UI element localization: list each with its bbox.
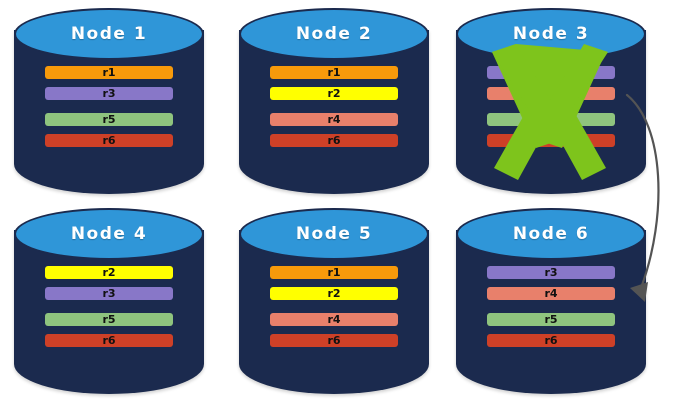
node-6-label: Node 6: [512, 224, 590, 244]
record-label: r4: [544, 87, 558, 100]
record-label: r6: [102, 134, 116, 147]
record-r5[interactable]: r5: [45, 113, 173, 126]
node-2-label: Node 2: [295, 24, 373, 44]
record-r2[interactable]: r2: [270, 287, 398, 300]
record-r1[interactable]: r1: [45, 66, 173, 79]
record-label: r2: [102, 266, 116, 279]
node-3-label: Node 3: [512, 24, 590, 44]
record-label: r6: [327, 334, 341, 347]
record-label: r3: [544, 66, 558, 79]
node-5-records: r1 r2 r4 r6: [270, 266, 398, 347]
record-r3[interactable]: r3: [45, 287, 173, 300]
node-1[interactable]: Node 1 r1 r3 r5 r6: [14, 8, 204, 194]
record-label: r5: [544, 313, 558, 326]
record-label: r4: [327, 313, 341, 326]
record-label: r6: [102, 334, 116, 347]
node-3-records: r3 r4 r5 r6: [487, 66, 615, 147]
record-r5[interactable]: r5: [487, 313, 615, 326]
node-6-cylinder-top: Node 6: [456, 208, 646, 260]
node-4-cylinder-top: Node 4: [14, 208, 204, 260]
record-label: r2: [327, 87, 341, 100]
record-r3[interactable]: r3: [45, 87, 173, 100]
record-r1[interactable]: r1: [270, 266, 398, 279]
record-r4[interactable]: r4: [270, 313, 398, 326]
record-label: r1: [102, 66, 116, 79]
node-6[interactable]: Node 6 r3 r4 r5 r6: [456, 208, 646, 394]
record-r5[interactable]: r5: [45, 313, 173, 326]
node-1-label: Node 1: [70, 24, 148, 44]
record-label: r5: [102, 313, 116, 326]
record-label: r1: [327, 66, 341, 79]
record-r6[interactable]: r6: [487, 134, 615, 147]
record-r4[interactable]: r4: [487, 287, 615, 300]
record-r4[interactable]: r4: [487, 87, 615, 100]
node-2[interactable]: Node 2 r1 r2 r4 r6: [239, 8, 429, 194]
record-r3[interactable]: r3: [487, 266, 615, 279]
record-label: r3: [544, 266, 558, 279]
node-1-cylinder-top: Node 1: [14, 8, 204, 60]
record-label: r6: [327, 134, 341, 147]
record-label: r4: [327, 113, 341, 126]
node-4[interactable]: Node 4 r2 r3 r5 r6: [14, 208, 204, 394]
record-r2[interactable]: r2: [270, 87, 398, 100]
record-r6[interactable]: r6: [45, 134, 173, 147]
record-r5[interactable]: r5: [487, 113, 615, 126]
node-3[interactable]: Node 3 r3 r4 r5 r6: [456, 8, 646, 194]
record-r6[interactable]: r6: [487, 334, 615, 347]
node-5-cylinder-top: Node 5: [239, 208, 429, 260]
node-4-label: Node 4: [70, 224, 148, 244]
record-r1[interactable]: r1: [270, 66, 398, 79]
node-1-records: r1 r3 r5 r6: [45, 66, 173, 147]
record-label: r1: [327, 266, 341, 279]
node-2-cylinder-top: Node 2: [239, 8, 429, 60]
record-label: r6: [544, 334, 558, 347]
record-label: r5: [102, 113, 116, 126]
record-r3[interactable]: r3: [487, 66, 615, 79]
node-5[interactable]: Node 5 r1 r2 r4 r6: [239, 208, 429, 394]
record-label: r4: [544, 287, 558, 300]
record-label: r6: [544, 134, 558, 147]
record-r2[interactable]: r2: [45, 266, 173, 279]
node-4-records: r2 r3 r5 r6: [45, 266, 173, 347]
record-label: r3: [102, 87, 116, 100]
node-6-records: r3 r4 r5 r6: [487, 266, 615, 347]
record-label: r3: [102, 287, 116, 300]
record-label: r2: [327, 287, 341, 300]
record-r6[interactable]: r6: [45, 334, 173, 347]
record-r6[interactable]: r6: [270, 134, 398, 147]
record-r6[interactable]: r6: [270, 334, 398, 347]
node-2-records: r1 r2 r4 r6: [270, 66, 398, 147]
node-5-label: Node 5: [295, 224, 373, 244]
record-label: r5: [544, 113, 558, 126]
record-r4[interactable]: r4: [270, 113, 398, 126]
node-3-cylinder-top: Node 3: [456, 8, 646, 60]
